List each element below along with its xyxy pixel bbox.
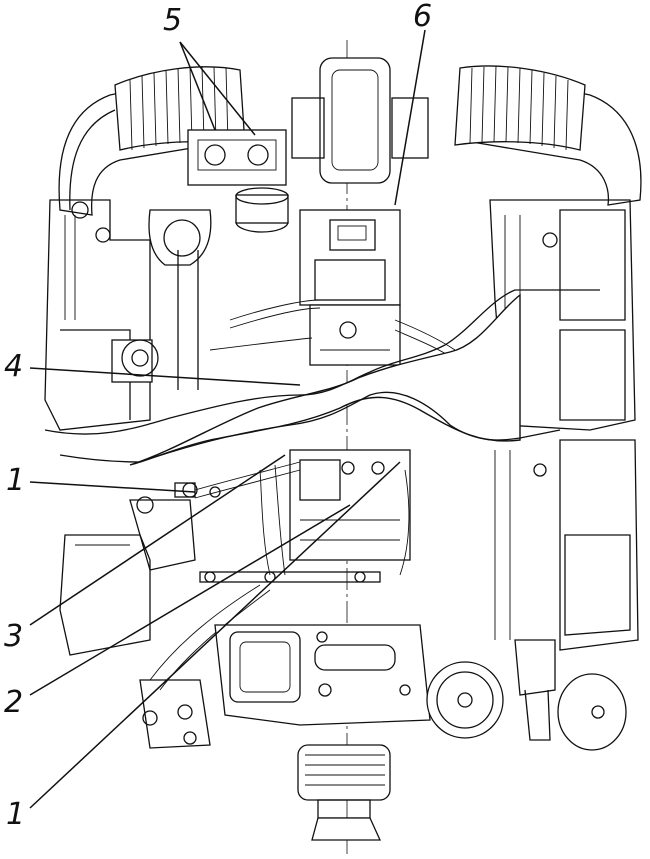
lower-pump-block <box>289 449 411 561</box>
callout-1-upper: 1 <box>6 463 26 498</box>
callout-6: 6 <box>413 0 433 34</box>
callout-1-lower: 1 <box>6 797 26 832</box>
filter-cap <box>235 187 289 233</box>
right-intake-pipe <box>459 69 642 206</box>
break-lower-edge <box>59 391 561 463</box>
fuel-pump-housing <box>299 209 401 306</box>
callout-5: 5 <box>163 3 183 38</box>
left-vertical-pipe <box>177 250 199 390</box>
oil-sump-bracket-left <box>139 679 211 749</box>
fuel-rail-bar <box>199 571 381 583</box>
left-cylinder-bank <box>44 199 151 431</box>
water-pump-pulley <box>426 661 504 739</box>
break-upper-edge <box>44 289 600 435</box>
callout-4: 4 <box>4 349 24 384</box>
lower-fuel-lines <box>149 461 410 691</box>
idler-pulley-right <box>557 673 627 751</box>
fitting-cluster-left <box>174 482 221 498</box>
right-bank-lower-cover <box>494 439 639 651</box>
crankshaft-pulley <box>297 744 391 841</box>
central-intake-duct <box>291 57 429 184</box>
oil-filler-neck <box>148 209 212 266</box>
right-corrugated-hose <box>454 65 586 151</box>
leader-lines <box>29 29 426 809</box>
right-thermostat-housing <box>514 639 556 741</box>
pump-lower-section <box>309 304 401 366</box>
left-bank-lower-cover <box>59 534 151 656</box>
left-intake-pipe <box>58 69 241 216</box>
front-timing-cover <box>214 624 431 726</box>
left-lower-bracket <box>129 496 196 571</box>
valve-block-left <box>187 129 287 186</box>
callout-2: 2 <box>4 685 24 720</box>
callout-3: 3 <box>4 619 24 654</box>
